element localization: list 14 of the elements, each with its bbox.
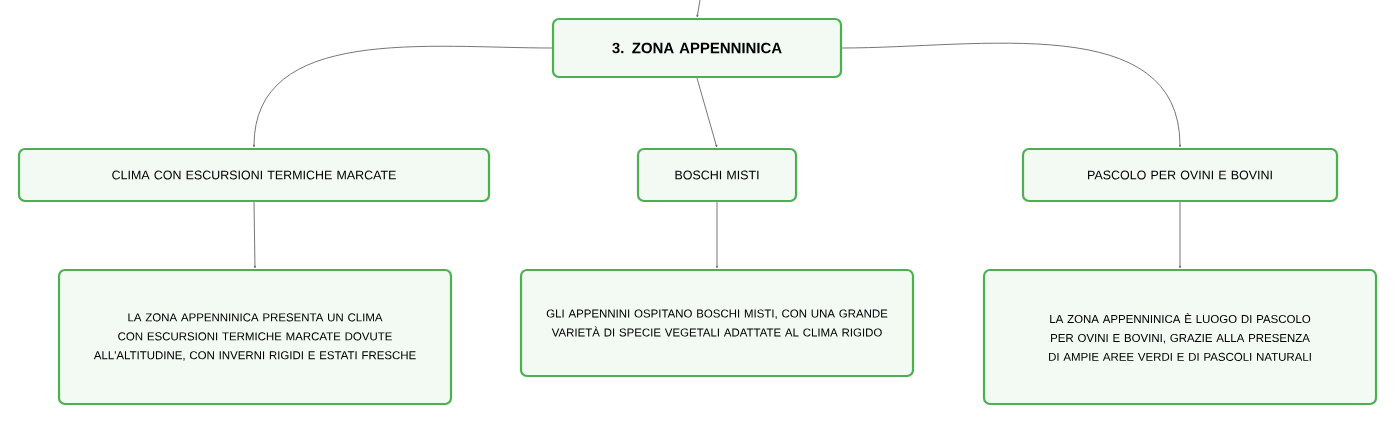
topic-box: BOSCHI MISTI [636, 147, 798, 203]
arrow [696, 77, 718, 148]
arrow [715, 201, 719, 269]
arrow [841, 42, 1182, 148]
arrow [252, 45, 553, 148]
detail-box: GLI APPENNINI OSPITANO BOSCHI MISTI, CON UNA GRANDE VARIETÀ DI SPECIE VEGETALI ADATTATE AL CLIMA RIGIDO [519, 268, 915, 378]
arrow [1178, 201, 1182, 269]
arrow [253, 201, 257, 269]
detail-box: LA ZONA APPENNINICA PRESENTA UN CLIMA CON ESCURSIONI TERMICHE MARCATE DOVUTE ALL'ALTITUDINE, CON INVERNI RIGIDI E ESTATI FRESCHE [57, 268, 453, 406]
title-box: 3. ZONA APPENNINICA [551, 17, 843, 79]
topic-box: PASCOLO PER OVINI E BOVINI [1021, 147, 1339, 203]
topic-box: CLIMA CON ESCURSIONI TERMICHE MARCATE [17, 147, 491, 203]
arrow [696, 0, 701, 18]
detail-box: LA ZONA APPENNINICA È LUOGO DI PASCOLO PER OVINI E BOVINI, GRAZIE ALLA PRESENZA DI AMPIE AREE VERDI E DI PASCOLI NATURALI [982, 268, 1378, 406]
